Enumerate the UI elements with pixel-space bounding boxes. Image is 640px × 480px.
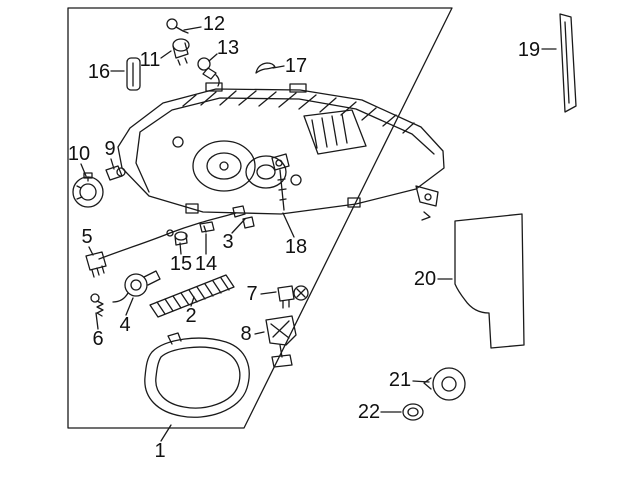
callout-16: 16 (88, 61, 110, 83)
leader-line-5 (88, 246, 94, 256)
projector-ring-outer (192, 140, 256, 192)
callout-3: 3 (222, 231, 233, 253)
part-19-trim-strip-drawing (559, 13, 577, 113)
harness-ring (166, 229, 174, 237)
projector-center (219, 161, 229, 171)
callout-9: 9 (104, 138, 115, 160)
part-8-igniter-drawing (265, 315, 297, 368)
callout-20: 20 (414, 268, 436, 290)
leader-line-8 (254, 331, 265, 335)
leader-line-6 (95, 312, 99, 330)
leader-lines (80, 26, 557, 442)
callout-5: 5 (81, 226, 92, 248)
part-7-bulb-drawing (277, 285, 309, 309)
callout-10: 10 (68, 143, 90, 165)
boundary-outline (67, 7, 453, 429)
leader-line-18 (282, 212, 295, 238)
part-20-bracket-drawing (454, 213, 525, 349)
housing-details (185, 82, 439, 221)
part-15-socket-drawing (174, 231, 188, 246)
bracket-hole (424, 193, 432, 201)
projector-ring-inner (206, 152, 242, 180)
leader-line-11 (160, 50, 172, 59)
callout-4: 4 (119, 314, 130, 336)
leader-line-4 (125, 297, 134, 316)
callout-14: 14 (195, 253, 217, 275)
part-21-grommet-drawing (423, 367, 466, 401)
leader-line-15 (179, 242, 182, 255)
housing-outline (117, 88, 445, 215)
leader-line-1 (160, 424, 172, 442)
part-5-connector-drawing (85, 251, 107, 278)
lens-edge (135, 97, 435, 193)
part-18-bolt-drawing (271, 153, 290, 211)
housing-hole-1 (172, 136, 184, 148)
part-14-cap-drawing (199, 221, 215, 233)
callout-2: 2 (185, 305, 196, 327)
callout-7: 7 (246, 283, 257, 305)
second-ring-inner (256, 164, 276, 180)
part-1-gasket-drawing (144, 332, 250, 418)
callout-21: 21 (389, 369, 411, 391)
second-ring (245, 155, 287, 189)
callout-22: 22 (358, 401, 380, 423)
harness-wire (98, 205, 246, 260)
leader-line-2 (190, 296, 195, 307)
callout-6: 6 (92, 328, 103, 350)
leader-line-13 (208, 53, 218, 62)
part-4-bulb-socket-drawing (112, 270, 161, 303)
callout-18: 18 (285, 236, 307, 258)
callout-1: 1 (154, 440, 165, 462)
callout-19: 19 (518, 39, 540, 61)
leader-line-12 (183, 26, 202, 31)
callout-8: 8 (240, 323, 251, 345)
callout-15: 15 (170, 253, 192, 275)
strip-hatching (156, 277, 230, 315)
leader-line-21 (412, 380, 430, 383)
leader-line-3 (231, 218, 246, 234)
callout-12: 12 (203, 13, 225, 35)
leader-line-9 (110, 158, 115, 170)
boundary-box (67, 7, 453, 429)
callout-13: 13 (217, 37, 239, 59)
housing-hole-2 (290, 174, 302, 186)
headlamp-housing-drawing (117, 82, 445, 221)
callout-11: 11 (140, 49, 161, 71)
lens-hatching (182, 90, 415, 134)
part-13-bulb-socket-drawing (197, 57, 220, 87)
part-12-bulb-drawing (166, 18, 189, 34)
part-2-retainer-strip-drawing (149, 274, 235, 318)
leader-line-17 (272, 65, 285, 69)
leader-line-7 (260, 291, 277, 295)
reflector-block (303, 109, 367, 155)
part-6-screw-drawing (90, 293, 104, 317)
part-11-socket-drawing (172, 38, 190, 66)
part-22-cap-drawing (402, 403, 424, 421)
part-17-clip-drawing (255, 62, 276, 74)
leader-line-10 (80, 163, 87, 177)
part-3-clip-drawing (242, 216, 255, 229)
callout-17: 17 (285, 55, 307, 77)
gasket-inner (155, 346, 241, 409)
part-9-bulb-drawing (105, 165, 126, 181)
gasket-outer (144, 337, 250, 418)
part-16-clip-drawing (126, 57, 141, 91)
part-10-socket-drawing (72, 172, 104, 208)
callout-numbers: 1 2 3 4 5 6 7 8 9 10 11 12 13 14 15 16 1… (68, 13, 540, 462)
gasket-tab (167, 332, 182, 345)
wiring-harness-drawing (98, 205, 246, 260)
